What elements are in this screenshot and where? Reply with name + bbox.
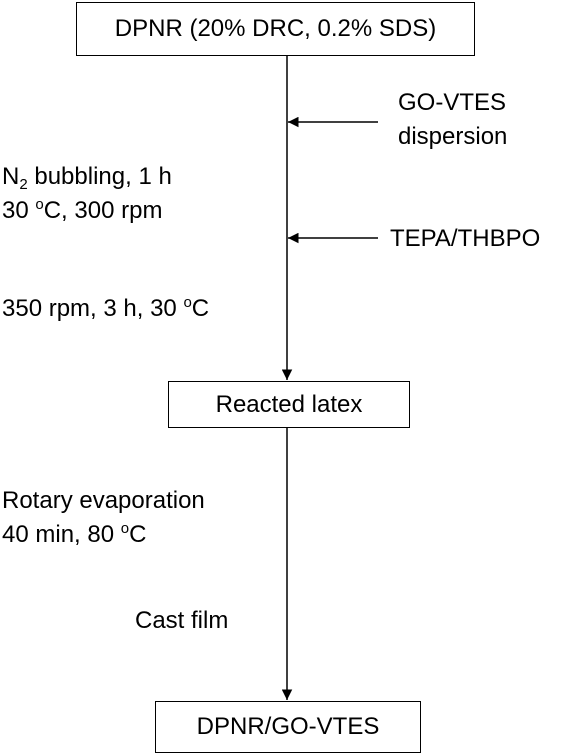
reacted-latex-label: Reacted latex bbox=[215, 390, 363, 418]
end-box: DPNR/GO-VTES bbox=[155, 701, 421, 753]
evaporation-conditions: Rotary evaporation 40 min, 80 oC bbox=[2, 484, 205, 552]
go-vtes-line-2: dispersion bbox=[398, 123, 508, 150]
cast-film-label: Cast film bbox=[135, 607, 229, 634]
bubbling-line: N2 bubbling, 1 h bbox=[2, 163, 172, 193]
reacted-latex-box: Reacted latex bbox=[168, 381, 410, 428]
tepa-thbpo-input-label: TEPA/THBPO bbox=[390, 222, 540, 256]
temperature-speed-line: 30 oC, 300 rpm bbox=[2, 196, 163, 224]
start-box: DPNR (20% DRC, 0.2% SDS) bbox=[76, 2, 475, 56]
rotary-title: Rotary evaporation bbox=[2, 487, 205, 514]
degassing-conditions: N2 bubbling, 1 h 30 oC, 300 rpm bbox=[2, 160, 172, 228]
go-vtes-line-1: GO-VTES bbox=[398, 89, 507, 116]
rotary-params-line: 40 min, 80 oC bbox=[2, 520, 147, 548]
go-vtes-input-label: GO-VTES dispersion bbox=[398, 86, 507, 154]
start-box-label: DPNR (20% DRC, 0.2% SDS) bbox=[114, 15, 437, 42]
end-box-label: DPNR/GO-VTES bbox=[196, 713, 380, 740]
tepa-thbpo-text: TEPA/THBPO bbox=[390, 225, 541, 252]
reaction-conditions: 350 rpm, 3 h, 30 oC bbox=[2, 294, 210, 322]
